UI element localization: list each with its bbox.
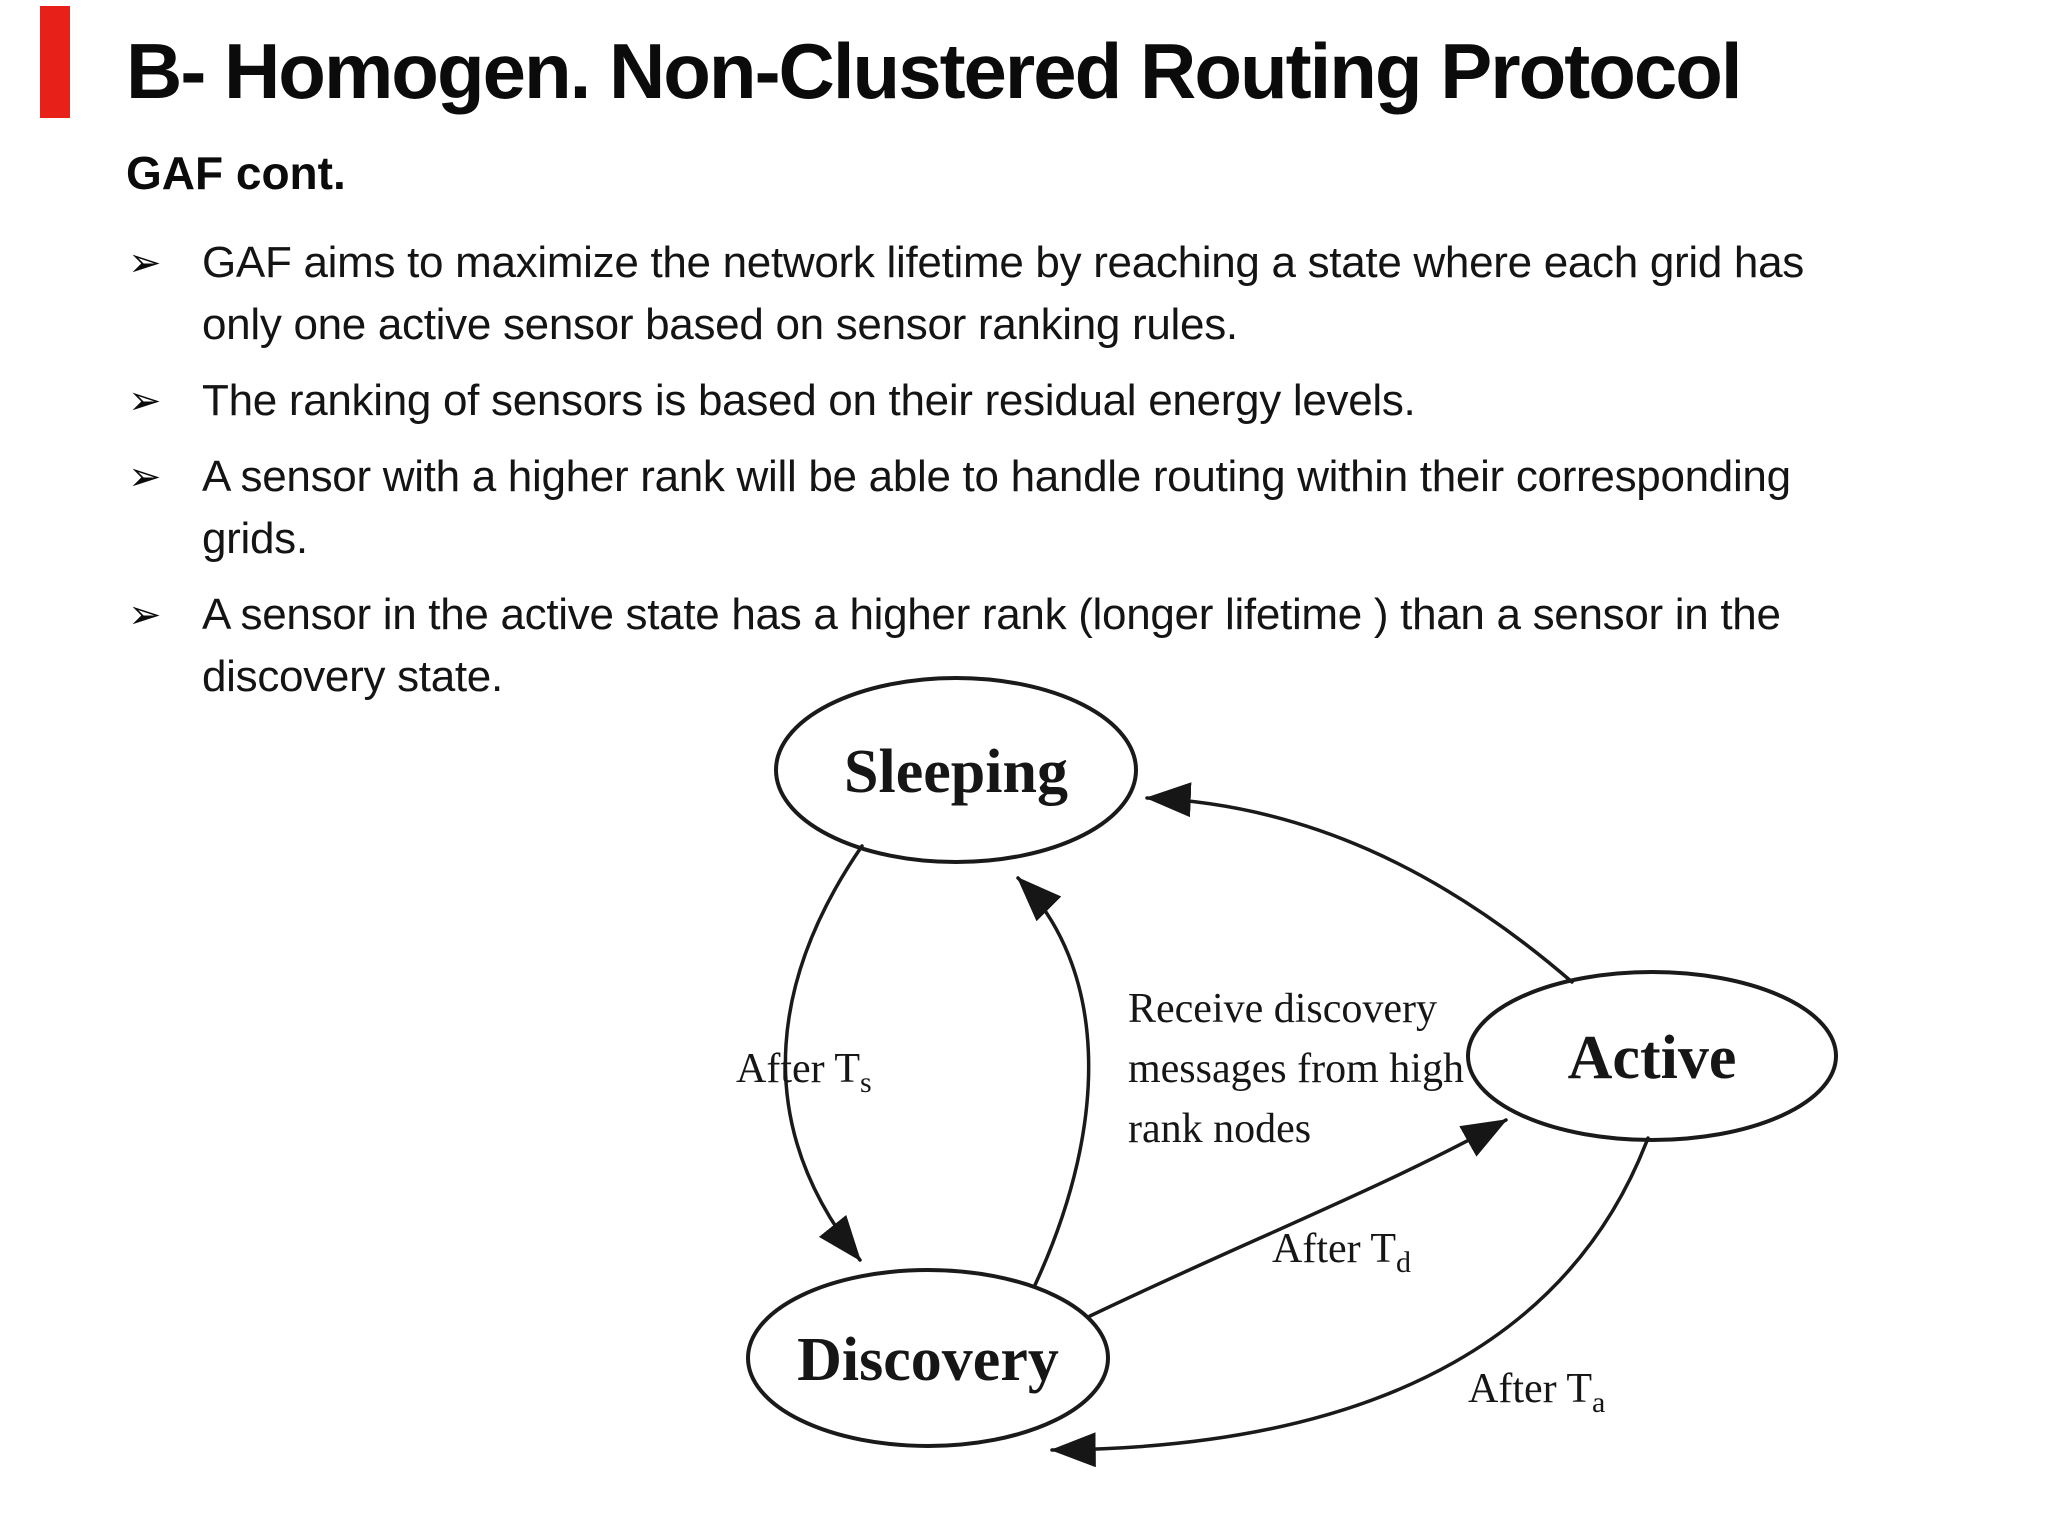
bullet-arrow-icon: ➢	[128, 455, 162, 499]
bullet-text: The ranking of sensors is based on their…	[202, 376, 1416, 425]
transition-arrow-active-to-discovery	[1050, 1136, 1650, 1468]
bullet-arrow-icon: ➢	[128, 379, 162, 423]
transition-arrow-discovery-to-active	[1088, 1118, 1508, 1318]
state-label-sleeping: Sleeping	[844, 738, 1068, 806]
state-ellipse-active	[1466, 970, 1838, 1142]
transition-arrow-active-to-sleeping	[1145, 782, 1574, 984]
transition-label-after-ts: After Ts	[736, 1046, 872, 1099]
state-label-active: Active	[1568, 1024, 1737, 1092]
transition-label-after-td: After Td	[1272, 1226, 1411, 1279]
bullet-item: ➢ A sensor in the active state has a hig…	[128, 584, 1890, 708]
bullet-item: ➢ GAF aims to maximize the network lifet…	[128, 232, 1890, 356]
bullet-arrow-icon: ➢	[128, 241, 162, 285]
state-ellipse-sleeping	[774, 676, 1138, 864]
state-ellipse-discovery	[746, 1268, 1110, 1448]
bullet-list: ➢ GAF aims to maximize the network lifet…	[128, 232, 1890, 722]
page-subtitle: GAF cont.	[126, 147, 346, 199]
bullet-text: A sensor with a higher rank will be able…	[202, 452, 1791, 563]
transition-arrow-sleeping-to-discovery	[783, 844, 864, 1262]
bullet-arrow-icon: ➢	[128, 593, 162, 637]
bullet-text: GAF aims to maximize the network lifetim…	[202, 238, 1804, 349]
page-title: B- Homogen. Non-Clustered Routing Protoc…	[126, 27, 1743, 115]
bullet-item: ➢ A sensor with a higher rank will be ab…	[128, 446, 1890, 570]
state-label-discovery: Discovery	[797, 1326, 1059, 1394]
bullet-item: ➢ The ranking of sensors is based on the…	[128, 370, 1890, 432]
bullet-text: A sensor in the active state has a highe…	[202, 590, 1781, 701]
transition-label-after-ta: After Ta	[1468, 1366, 1605, 1419]
transition-arrow-discovery-to-sleeping	[1016, 876, 1091, 1287]
accent-bar	[40, 6, 70, 118]
